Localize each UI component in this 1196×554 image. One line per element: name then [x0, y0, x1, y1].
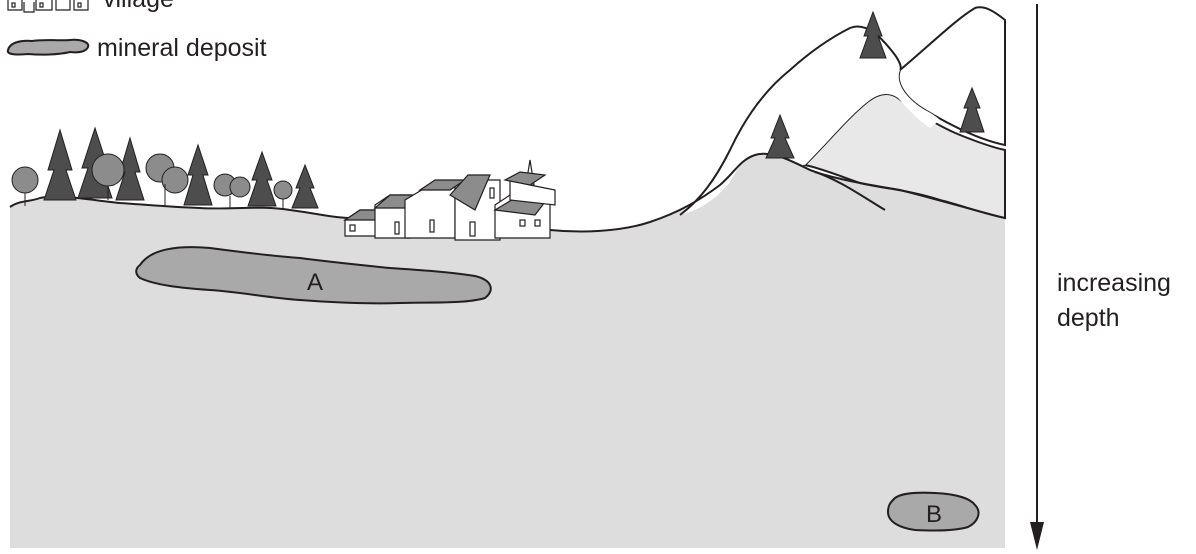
- arrow-head: [1030, 522, 1044, 550]
- mineral-deposit-legend-label: mineral deposit: [97, 34, 267, 62]
- conifer-tree: [184, 145, 212, 205]
- conifer-tree: [292, 165, 318, 208]
- mineral-deposit-legend-icon: [8, 40, 88, 55]
- deciduous-tree: [162, 167, 188, 193]
- conifer-tree: [44, 130, 76, 200]
- conifer-tree: [248, 152, 276, 206]
- depth-arrow: [1030, 4, 1044, 550]
- deciduous-tree: [12, 167, 38, 193]
- mountain-conifer-tree: [860, 12, 886, 58]
- deposit-b-label: B: [926, 501, 942, 528]
- village-legend-label: village: [103, 0, 174, 13]
- village-legend-icon: [8, 0, 88, 12]
- deposit-b: B: [888, 493, 979, 531]
- depth-label-line2: depth: [1057, 304, 1120, 332]
- deciduous-tree: [230, 177, 250, 197]
- depth-label-line1: increasing: [1057, 269, 1171, 297]
- village: [345, 160, 555, 240]
- deciduous-tree: [92, 154, 124, 186]
- legend: village mineral deposit: [8, 0, 267, 62]
- deciduous-tree: [274, 181, 292, 199]
- deposit-a-label: A: [307, 269, 323, 296]
